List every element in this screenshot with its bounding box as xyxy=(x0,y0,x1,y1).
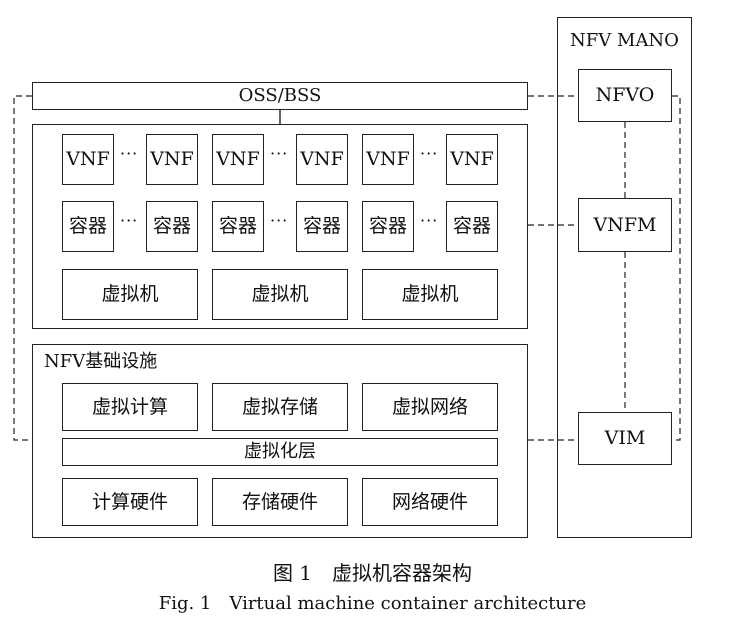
container-box: 容器 xyxy=(146,201,198,252)
storage-hardware-box: 存储硬件 xyxy=(212,478,348,526)
ellipsis: ··· xyxy=(270,144,289,163)
vnf-box: VNF xyxy=(212,134,264,185)
nfvo-to-vim-dashed-line xyxy=(672,95,681,441)
mano-frame xyxy=(557,17,692,538)
nfvo-box: NFVO xyxy=(578,69,672,122)
ellipsis: ··· xyxy=(420,144,439,163)
vnf-box: VNF xyxy=(62,134,114,185)
vnfm-box: VNFM xyxy=(578,198,672,252)
infra-frame xyxy=(32,344,528,538)
oss-bss-bar: OSS/BSS xyxy=(32,82,528,110)
network-hardware-box: 网络硬件 xyxy=(362,478,498,526)
vim-box: VIM xyxy=(578,412,672,465)
virtual-compute-box: 虚拟计算 xyxy=(62,383,198,431)
container-box: 容器 xyxy=(446,201,498,252)
vnf-box: VNF xyxy=(446,134,498,185)
figure-caption-en: Fig. 1 Virtual machine container archite… xyxy=(158,593,587,614)
container-box: 容器 xyxy=(212,201,264,252)
vnf-area-frame xyxy=(32,124,528,329)
container-box: 容器 xyxy=(62,201,114,252)
infra-title: NFV基础设施 xyxy=(44,351,158,372)
figure-caption-zh: 图 1 虚拟机容器架构 xyxy=(272,561,473,585)
ellipsis: ··· xyxy=(270,211,289,230)
virtual-storage-box: 虚拟存储 xyxy=(212,383,348,431)
container-box: 容器 xyxy=(362,201,414,252)
ellipsis: ··· xyxy=(120,144,139,163)
vnf-box: VNF xyxy=(362,134,414,185)
vnf-box: VNF xyxy=(146,134,198,185)
vm-box: 虚拟机 xyxy=(62,269,198,320)
virtualization-layer-bar: 虚拟化层 xyxy=(62,438,498,466)
compute-hardware-box: 计算硬件 xyxy=(62,478,198,526)
vm-box: 虚拟机 xyxy=(362,269,498,320)
vm-box: 虚拟机 xyxy=(212,269,348,320)
virtual-network-box: 虚拟网络 xyxy=(362,383,498,431)
container-box: 容器 xyxy=(296,201,348,252)
mano-title: NFV MANO xyxy=(570,30,679,51)
vnf-box: VNF xyxy=(296,134,348,185)
ellipsis: ··· xyxy=(420,211,439,230)
ellipsis: ··· xyxy=(120,211,139,230)
oss-to-infra-dashed-line xyxy=(13,95,32,441)
